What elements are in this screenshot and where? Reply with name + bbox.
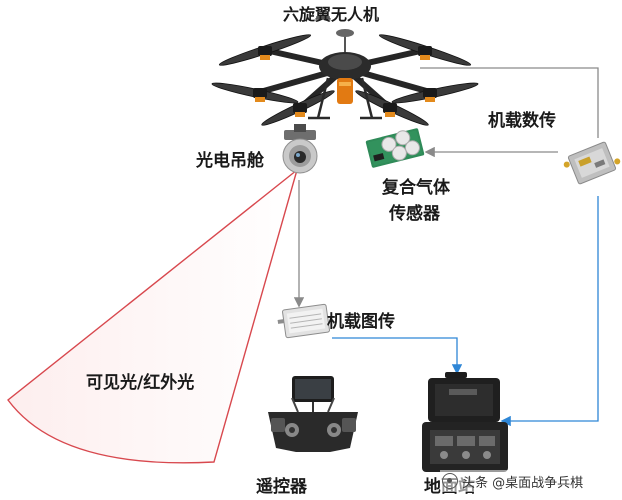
- gas-sensor-icon: [365, 128, 425, 168]
- gas-sensor-label-line2: 传感器: [389, 204, 440, 224]
- line-drone-to-datalink: [420, 67, 599, 138]
- gimbal-camera-icon: [282, 124, 318, 174]
- gas-sensor-label-line1: 复合气体: [382, 178, 450, 198]
- watermark: 头条 @桌面战争兵棋: [440, 470, 586, 492]
- connections: [293, 67, 599, 427]
- ground-station-case-icon: [422, 372, 508, 472]
- field-of-view-cone: [7, 168, 299, 464]
- datalink-label: 机载数传: [488, 111, 556, 131]
- image-transmitter-label: 机载图传: [327, 312, 395, 332]
- arrow-imgtx-to-ground: [332, 337, 463, 375]
- watermark-text: 头条 @桌面战争兵棋: [462, 475, 584, 491]
- watermark-logo-icon: [442, 473, 458, 489]
- image-transmitter-icon: [277, 303, 330, 339]
- gimbal-label: 光电吊舱: [196, 151, 264, 171]
- drone-title: 六旋翼无人机: [283, 5, 380, 24]
- hexacopter-drone-icon: [211, 29, 479, 126]
- visible-infrared-label: 可见光/红外光: [86, 373, 195, 393]
- remote-controller-label: 遥控器: [256, 477, 307, 497]
- arrow-datalink-to-ground: [500, 196, 599, 427]
- datalink-module-icon: [563, 141, 621, 185]
- remote-controller-icon: [268, 376, 358, 452]
